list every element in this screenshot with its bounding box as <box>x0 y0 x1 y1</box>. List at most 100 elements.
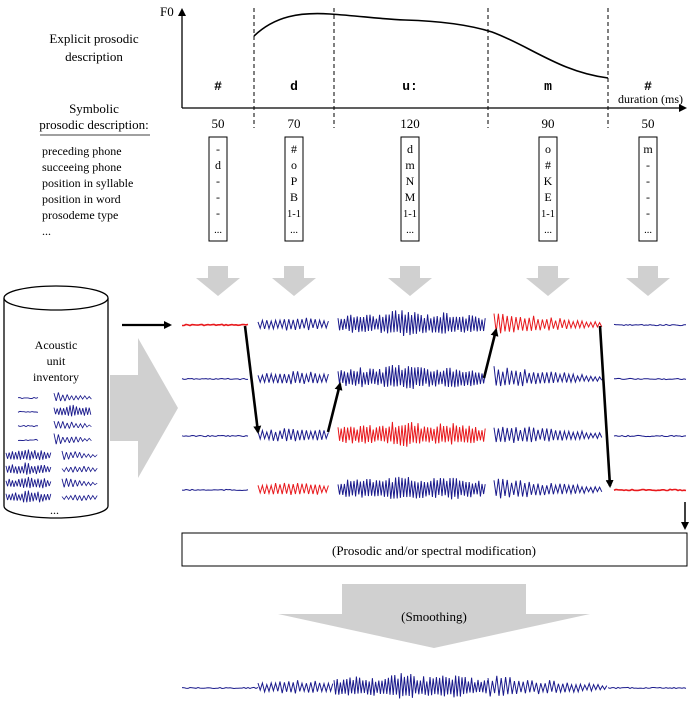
feature-value-2-2: N <box>406 174 415 188</box>
inventory-unit-4-1 <box>61 450 98 460</box>
big-grey-right-arrow <box>110 338 178 478</box>
candidate-unit-2-4 <box>613 434 687 438</box>
candidate-lattice <box>181 310 687 500</box>
candidate-unit-3-2 <box>337 476 486 500</box>
feature-value-1-1: o <box>291 158 297 172</box>
feature-value-1-0: # <box>291 142 297 156</box>
grey-down-arrow-1 <box>272 266 316 296</box>
feature-value-0-4: - <box>216 206 220 220</box>
inventory-unit-0-0 <box>17 397 39 399</box>
smoothing-arrow-shape <box>278 584 590 648</box>
inventory-unit-6-0 <box>5 476 52 489</box>
inventory-unit-3-0 <box>17 438 39 441</box>
inventory-unit-4-0 <box>5 449 52 461</box>
feature-ellipsis: ... <box>42 224 51 238</box>
feature-value-3-0: o <box>545 142 551 156</box>
acoustic-unit-inventory: Acoustic unit inventory ... <box>3 285 109 519</box>
candidate-unit-2-1 <box>257 428 329 442</box>
feature-vector-box-0 <box>208 136 228 242</box>
feature-value-2-4: 1-1 <box>403 209 417 220</box>
inventory-label-line3: inventory <box>33 370 79 384</box>
path-arrow-3 <box>482 328 499 379</box>
phone-symbol-1: d <box>290 79 298 94</box>
inventory-unit-1-1 <box>53 404 92 417</box>
grey-down-arrow-3 <box>526 266 570 296</box>
modification-label: (Prosodic and/or spectral modification) <box>332 543 536 558</box>
duration-axis-label: duration (ms) <box>618 92 683 106</box>
inventory-cylinder-top <box>3 285 109 311</box>
f0-plot: F0 duration (ms) <box>160 4 687 112</box>
phone-duration-1: 70 <box>288 116 301 131</box>
candidate-unit-1-0 <box>181 377 248 381</box>
feature-value-1-2: P <box>291 174 298 188</box>
candidate-unit-1-3 <box>493 366 603 387</box>
feature-value-0-3: - <box>216 190 220 204</box>
feature-prosodeme-type: prosodeme type <box>42 208 118 222</box>
inventory-unit-3-1 <box>53 433 92 445</box>
candidate-unit-3-0 <box>181 488 249 492</box>
inventory-unit-5-1 <box>61 466 98 473</box>
feature-value-2-1: m <box>405 158 415 172</box>
final-segment-2 <box>333 673 489 699</box>
symbolic-label-line1: Symbolic <box>69 101 119 116</box>
candidate-unit-1-2 <box>337 364 486 390</box>
phone-duration-0: 50 <box>212 116 225 131</box>
feature-labels: preceding phone succeeing phone position… <box>42 144 133 238</box>
phone-duration-4: 50 <box>642 116 655 131</box>
feature-position-in-word: position in word <box>42 192 121 206</box>
feature-value-4-1: - <box>646 158 650 172</box>
candidate-unit-3-3 <box>493 478 603 499</box>
inventory-ellipsis: ... <box>50 503 59 517</box>
smoothing-label: (Smoothing) <box>401 609 467 624</box>
phone-duration-3: 90 <box>542 116 555 131</box>
feature-value-4-4: - <box>646 206 650 220</box>
feature-succeeding-phone: succeeing phone <box>42 160 122 174</box>
feature-value-0-1: d <box>215 158 221 172</box>
phone-symbol-0: # <box>214 79 222 94</box>
feature-value-0-5: ... <box>214 225 222 236</box>
inventory-unit-2-0 <box>17 425 39 428</box>
phone-columns: #50-d---...d70#oPB1-1...u:120dmNM1-1...m… <box>208 79 658 242</box>
phone-duration-2: 120 <box>400 116 420 131</box>
f0-contour <box>253 12 609 79</box>
symbolic-label-line2: prosodic description: <box>39 117 148 132</box>
smoothing-arrow: (Smoothing) <box>278 584 590 648</box>
feature-value-1-4: 1-1 <box>287 209 301 220</box>
feature-value-1-3: B <box>290 190 298 204</box>
feature-value-2-5: ... <box>406 225 414 236</box>
f0-axis-label: F0 <box>160 4 174 19</box>
path-arrow-4 <box>598 325 614 488</box>
explicit-prosodic-label: Explicit prosodic description <box>49 31 138 64</box>
modification-box-frame <box>181 532 688 567</box>
inventory-unit-7-0 <box>5 490 52 503</box>
phone-symbol-2: u: <box>402 79 418 94</box>
selected-unit-0-3 <box>493 313 603 334</box>
feature-value-2-0: d <box>407 142 413 156</box>
feature-value-3-5: ... <box>544 225 552 236</box>
feature-value-4-3: - <box>646 190 650 204</box>
selected-unit-2-2 <box>337 421 486 447</box>
symbolic-prosodic-label: Symbolic prosodic description: <box>39 101 148 132</box>
final-segment-0 <box>181 686 259 690</box>
grey-down-arrow-4 <box>626 266 670 296</box>
feature-vector-box-1 <box>284 136 304 242</box>
feature-vector-box-4 <box>638 136 658 242</box>
inventory-label-line1: Acoustic <box>35 338 78 352</box>
selected-unit-3-4 <box>613 488 687 492</box>
feature-value-4-0: m <box>643 142 653 156</box>
inventory-units <box>5 392 98 503</box>
grey-down-arrows <box>196 266 670 296</box>
path-arrow-1 <box>243 325 262 434</box>
feature-value-0-2: - <box>216 174 220 188</box>
grey-down-arrow-0 <box>196 266 240 296</box>
inventory-unit-2-1 <box>53 421 92 429</box>
selected-unit-3-1 <box>257 482 329 496</box>
candidate-unit-2-3 <box>493 426 603 443</box>
candidate-unit-0-1 <box>257 317 329 331</box>
feature-value-1-5: ... <box>290 225 298 236</box>
selection-path <box>243 325 614 488</box>
explicit-label-line2: description <box>65 49 123 64</box>
candidate-unit-1-4 <box>614 377 687 381</box>
candidate-unit-2-0 <box>181 434 249 438</box>
